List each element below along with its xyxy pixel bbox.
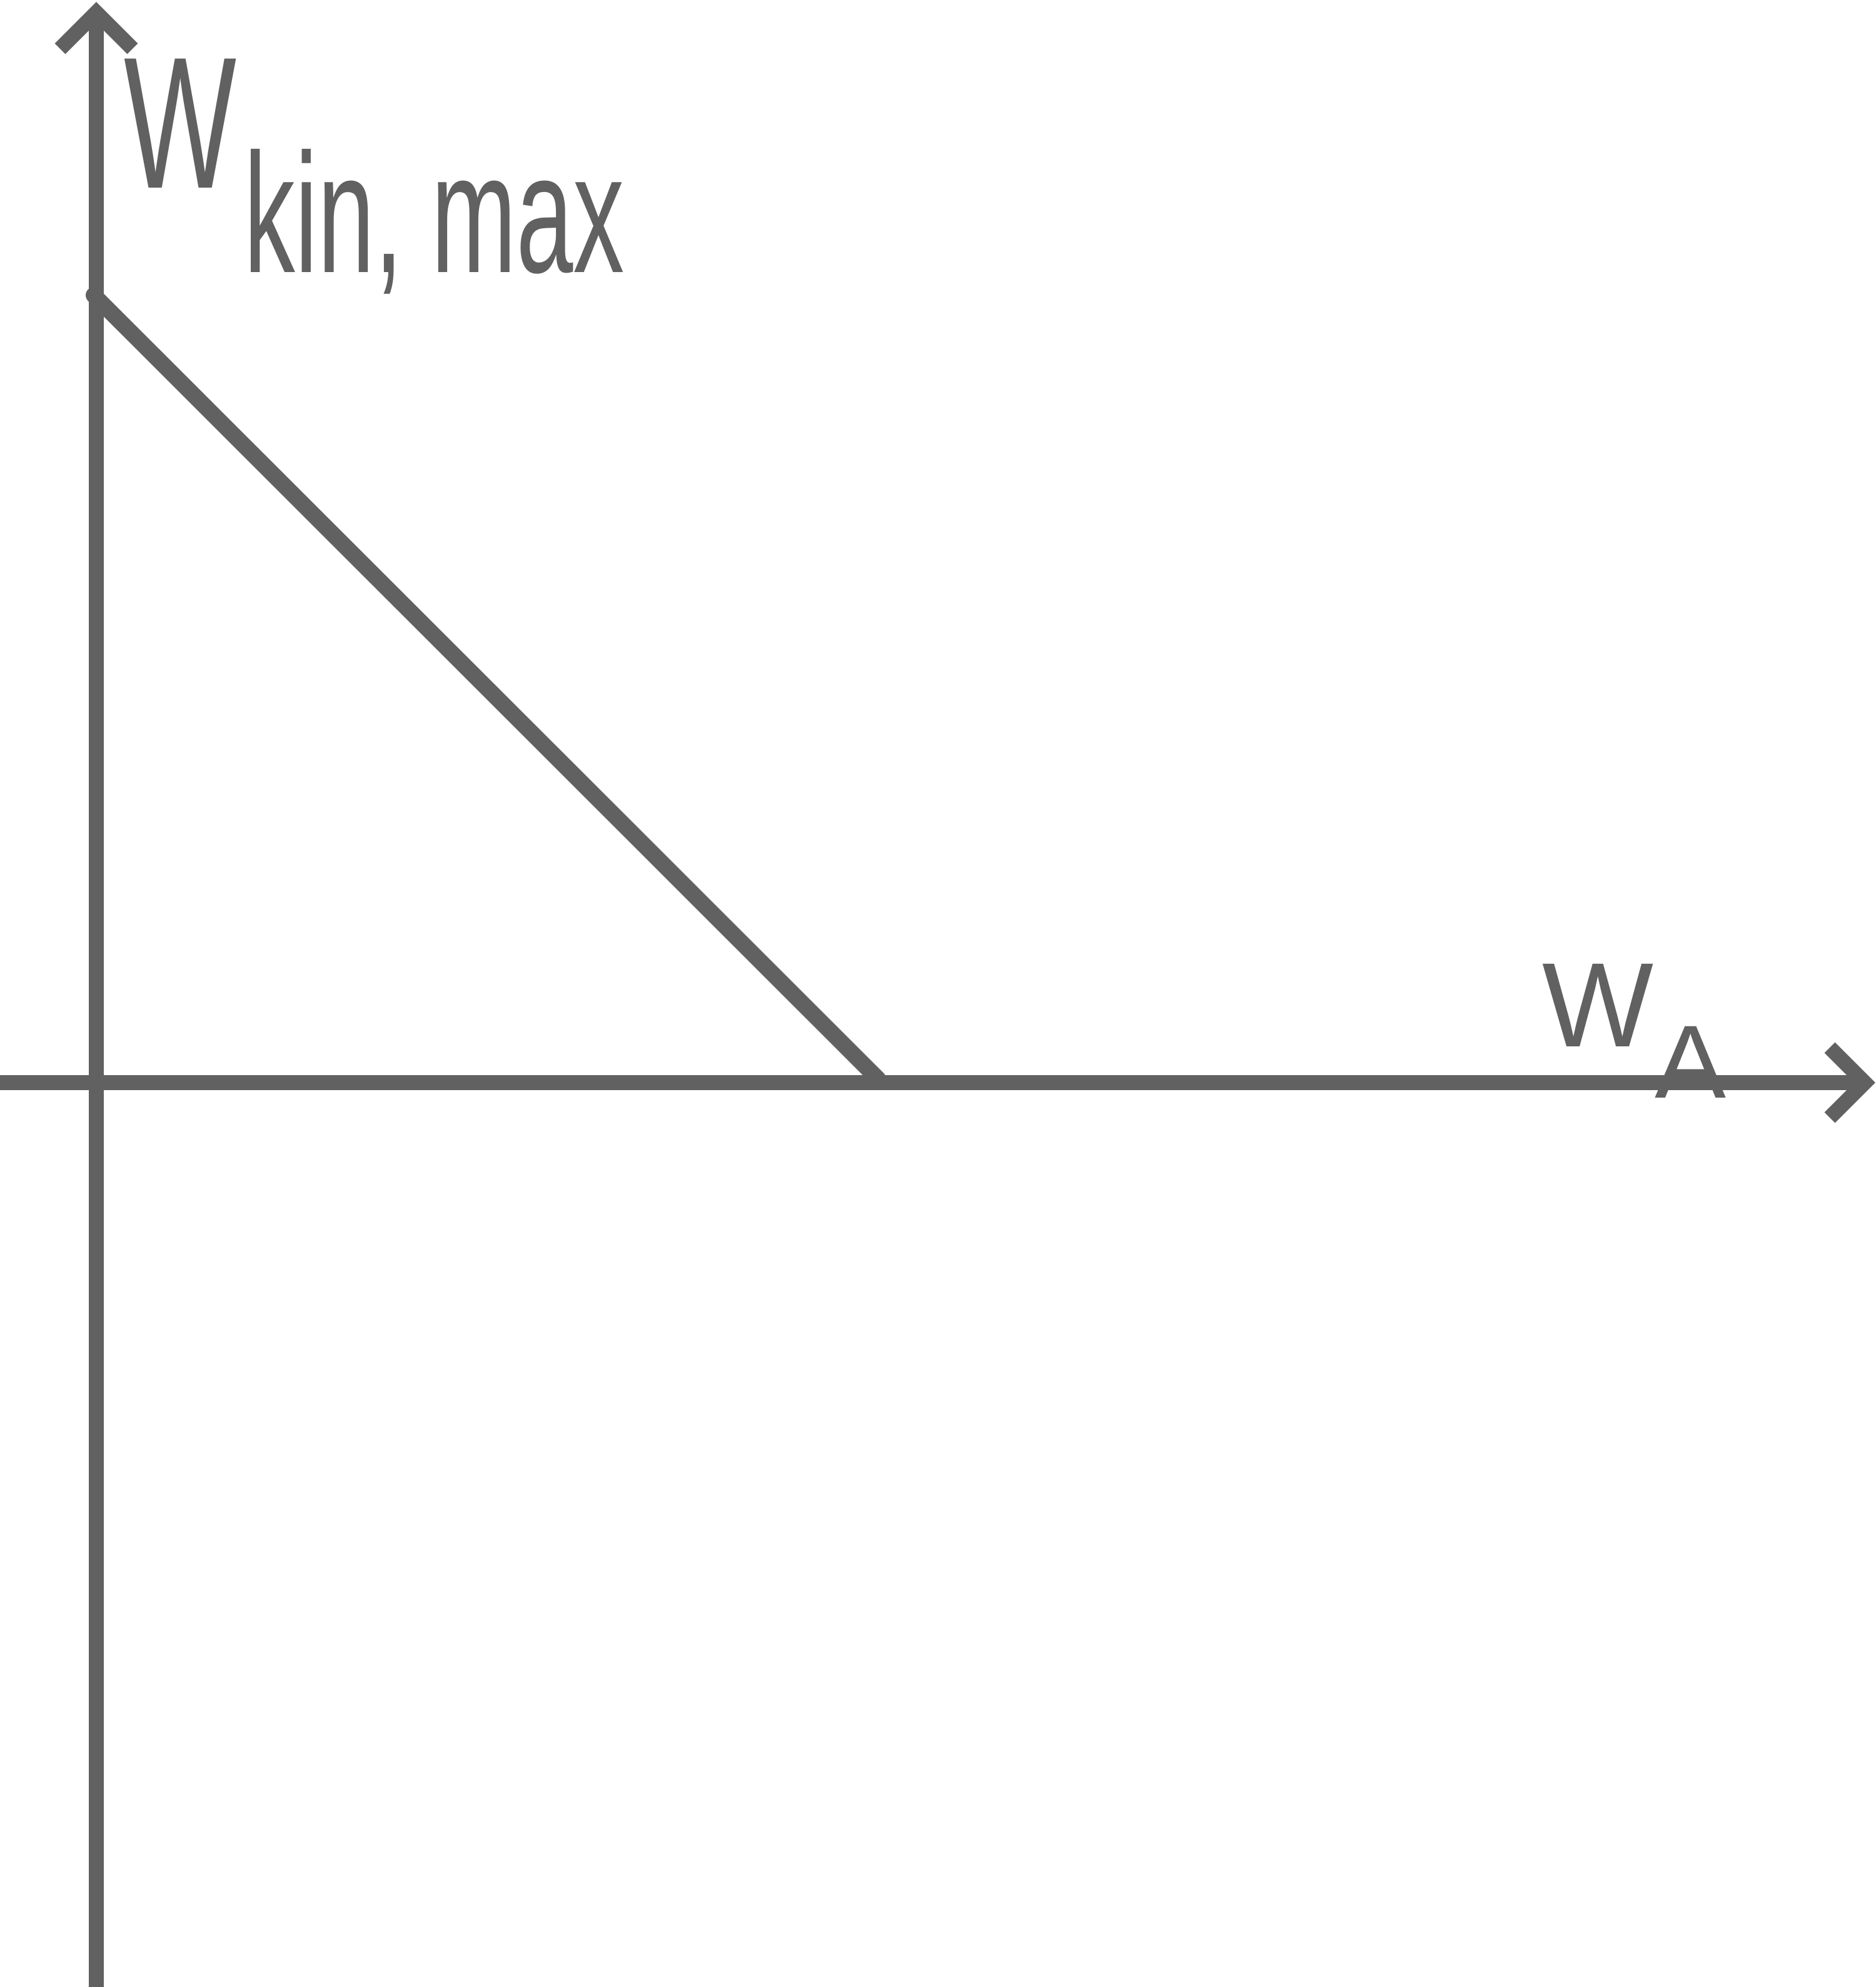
y-axis-arrow-icon [54,2,138,54]
data-line [86,287,886,1087]
y-axis-label: W [124,18,238,228]
x-axis-label: W [1542,938,1653,1072]
y-axis-label-main: W [124,18,238,228]
x-axis-arrow-icon [1824,1042,1875,1123]
y-axis-label-subscript: kin, max [244,118,624,308]
x-axis-label-subscript: A [1655,1004,1726,1120]
